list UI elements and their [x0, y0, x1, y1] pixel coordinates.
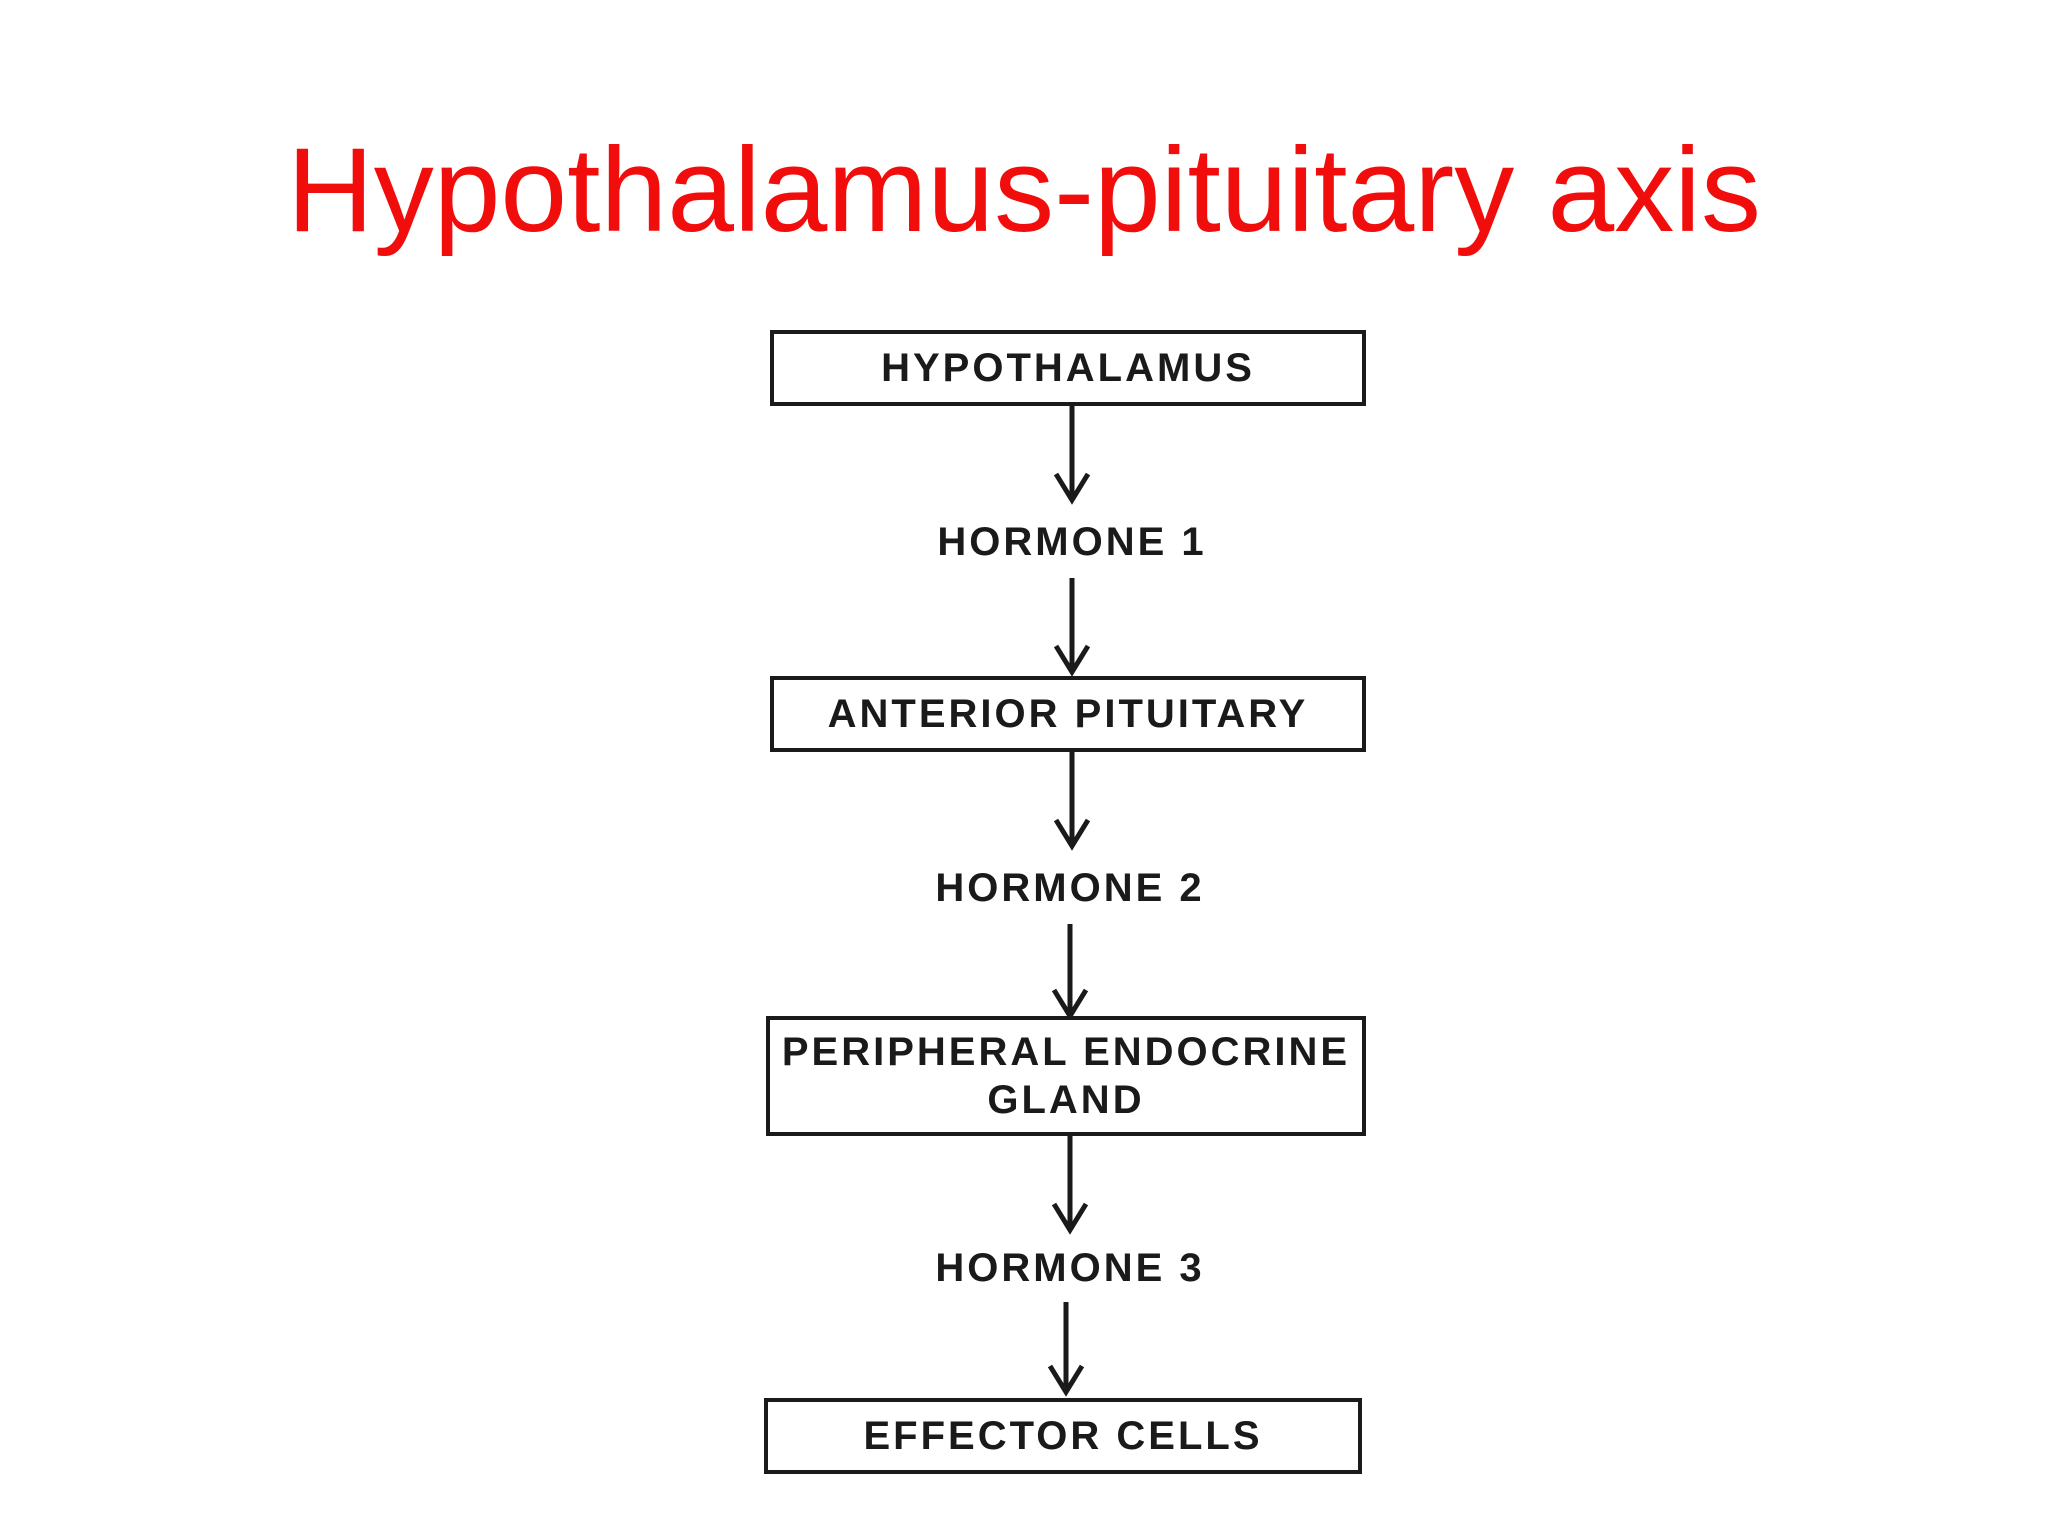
- peripheral-endocrine-gland-box: PERIPHERAL ENDOCRINE GLAND: [766, 1016, 1366, 1136]
- anterior-pituitary-box: ANTERIOR PITUITARY: [770, 676, 1366, 752]
- arrow-hypothalamus-to-hormone1: [1053, 406, 1091, 505]
- effector-cells-label: EFFECTOR CELLS: [863, 1414, 1263, 1458]
- arrow-hormone3-to-effector-cells: [1047, 1302, 1085, 1397]
- slide-title: Hypothalamus-pituitary axis: [287, 123, 1761, 257]
- hormone-2-label: HORMONE 2: [935, 866, 1205, 910]
- arrow-hormone2-to-peripheral-gland: [1051, 924, 1089, 1021]
- hormone-3-label: HORMONE 3: [935, 1246, 1205, 1290]
- anterior-pituitary-label: ANTERIOR PITUITARY: [827, 692, 1309, 736]
- peripheral-gland-label-line2: GLAND: [987, 1078, 1145, 1122]
- hypothalamus-box: HYPOTHALAMUS: [770, 330, 1366, 406]
- peripheral-gland-label-line1: PERIPHERAL ENDOCRINE: [781, 1030, 1351, 1074]
- arrow-anterior-pituitary-to-hormone2: [1053, 752, 1091, 851]
- hypothalamus-label: HYPOTHALAMUS: [881, 346, 1255, 390]
- arrow-hormone1-to-anterior-pituitary: [1053, 578, 1091, 677]
- hormone-1-label: HORMONE 1: [937, 520, 1207, 564]
- effector-cells-box: EFFECTOR CELLS: [764, 1398, 1362, 1474]
- arrow-peripheral-gland-to-hormone3: [1051, 1136, 1089, 1235]
